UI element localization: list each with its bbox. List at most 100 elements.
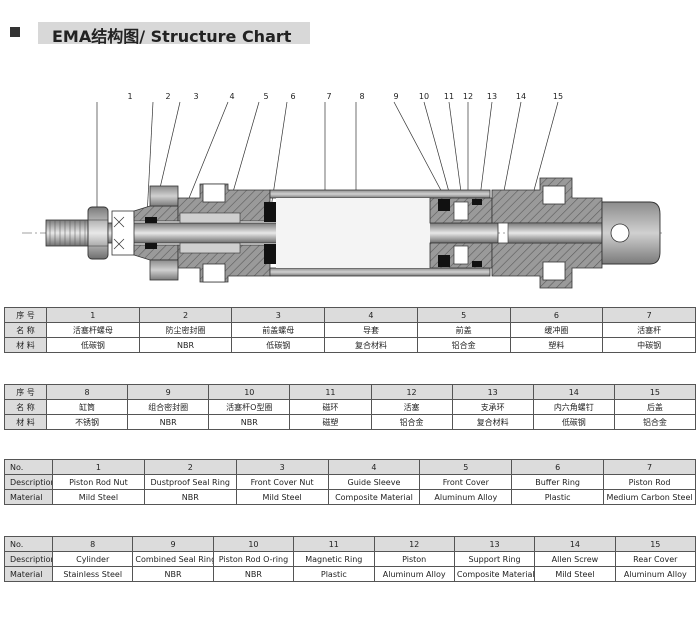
table-cell: 11 bbox=[293, 536, 375, 552]
row-label: Material bbox=[4, 489, 53, 505]
table-cell: 低碳钢 bbox=[231, 337, 326, 353]
table-cell: 低碳钢 bbox=[532, 414, 615, 430]
table-cell: 4 bbox=[324, 307, 418, 323]
callout-9: 9 bbox=[393, 92, 398, 101]
table-cell: 内六角螺钉 bbox=[532, 399, 615, 415]
table-cell: 铝合金 bbox=[613, 414, 697, 430]
table-row: 材 料 低碳钢 NBR 低碳钢 复合材料 铝合金 塑料 中碳钢 bbox=[4, 337, 696, 353]
table-cell: Rear Cover bbox=[614, 551, 697, 567]
table-cell: 活塞 bbox=[370, 399, 453, 415]
table-cell: NBR bbox=[212, 566, 295, 582]
table-cell: Allen Screw bbox=[534, 551, 616, 567]
table-cell: Piston Rod Nut bbox=[52, 474, 145, 490]
callout-11: 11 bbox=[444, 92, 454, 101]
row-label: 序 号 bbox=[4, 384, 47, 400]
table-cell: 1 bbox=[46, 307, 140, 323]
callout-7: 7 bbox=[326, 92, 331, 101]
table-cell: 7 bbox=[603, 459, 696, 475]
table-cell: 14 bbox=[534, 536, 616, 552]
table-cell: Mild Steel bbox=[534, 566, 616, 582]
table-cell: Combined Seal Ring bbox=[132, 551, 214, 567]
callout-5: 5 bbox=[263, 92, 268, 101]
table-cell: Aluminum Alloy bbox=[419, 489, 513, 505]
callout-4: 4 bbox=[229, 92, 234, 101]
row-label: Description bbox=[4, 474, 53, 490]
row-label: 名 称 bbox=[4, 322, 47, 338]
row-label: 名 称 bbox=[4, 399, 47, 415]
table-cell: Dustproof Seal Ring bbox=[143, 474, 237, 490]
table-cell: Aluminum Alloy bbox=[373, 566, 455, 582]
table-cell: 3 bbox=[231, 307, 326, 323]
parts-table-en-1: No. 1 2 3 4 5 6 7 Description Piston Rod… bbox=[4, 459, 696, 505]
row-label: Material bbox=[4, 566, 53, 582]
table-cell: 8 bbox=[51, 536, 134, 552]
table-cell: 组合密封圈 bbox=[127, 399, 210, 415]
table-row: 材 料 不锈钢 NBR NBR 磁塑 铝合金 复合材料 低碳钢 铝合金 bbox=[4, 414, 697, 430]
table-cell: NBR bbox=[138, 337, 233, 353]
table-cell: 6 bbox=[511, 459, 605, 475]
table-cell: 复合材料 bbox=[451, 414, 534, 430]
callout-numbers: 1 2 3 4 5 6 7 8 9 10 11 12 13 14 15 bbox=[127, 92, 563, 101]
row-label: Description bbox=[4, 551, 53, 567]
table-cell: Plastic bbox=[293, 566, 375, 582]
table-cell: 中碳钢 bbox=[602, 337, 696, 353]
table-cell: 铝合金 bbox=[416, 337, 511, 353]
parts-table-cn-2: 序 号 8 9 10 11 12 13 14 15 名 称 缸筒 组合密封圈 活… bbox=[4, 384, 697, 430]
table-cell: Front Cover bbox=[419, 474, 513, 490]
table-cell: Support Ring bbox=[453, 551, 536, 567]
table-cell: 9 bbox=[132, 536, 214, 552]
table-cell: 1 bbox=[52, 459, 145, 475]
table-cell: NBR bbox=[208, 414, 291, 430]
table-cell: Composite Material bbox=[327, 489, 421, 505]
table-row: No. 8 9 10 11 12 13 14 15 bbox=[4, 536, 697, 552]
page-title: EMA结构图/ Structure Chart bbox=[52, 27, 292, 46]
table-cell: 2 bbox=[143, 459, 237, 475]
table-cell: 13 bbox=[451, 384, 534, 400]
row-label: No. bbox=[4, 459, 53, 475]
table-cell: Magnetic Ring bbox=[293, 551, 375, 567]
table-cell: Mild Steel bbox=[52, 489, 145, 505]
table-cell: 8 bbox=[45, 384, 129, 400]
table-cell: 前盖螺母 bbox=[231, 322, 326, 338]
table-row: Description Piston Rod Nut Dustproof Sea… bbox=[4, 474, 696, 490]
table-cell: Piston Rod bbox=[603, 474, 696, 490]
table-cell: Guide Sleeve bbox=[327, 474, 421, 490]
table-cell: 12 bbox=[373, 536, 455, 552]
table-row: 名 称 活塞杆螺母 防尘密封圈 前盖螺母 导套 前盖 缓冲圈 活塞杆 bbox=[4, 322, 696, 338]
row-label: 材 料 bbox=[4, 414, 47, 430]
table-cell: 缸筒 bbox=[45, 399, 129, 415]
table-cell: Piston Rod O-ring bbox=[212, 551, 295, 567]
table-cell: 复合材料 bbox=[324, 337, 418, 353]
table-cell: 活塞杆螺母 bbox=[46, 322, 140, 338]
table-cell: 缓冲圈 bbox=[509, 322, 604, 338]
table-cell: 5 bbox=[416, 307, 511, 323]
table-cell: NBR bbox=[143, 489, 237, 505]
table-cell: 3 bbox=[235, 459, 329, 475]
table-cell: 塑料 bbox=[509, 337, 604, 353]
table-cell: 10 bbox=[208, 384, 291, 400]
table-cell: 不锈钢 bbox=[45, 414, 129, 430]
callout-6: 6 bbox=[290, 92, 295, 101]
table-cell: 11 bbox=[289, 384, 372, 400]
table-row: 名 称 缸筒 组合密封圈 活塞杆O型圈 磁环 活塞 支承环 内六角螺钉 后盖 bbox=[4, 399, 697, 415]
table-cell: 7 bbox=[602, 307, 696, 323]
table-cell: 防尘密封圈 bbox=[138, 322, 233, 338]
callout-12: 12 bbox=[463, 92, 473, 101]
callout-13: 13 bbox=[487, 92, 497, 101]
table-cell: 15 bbox=[614, 536, 697, 552]
table-cell: Medium Carbon Steel bbox=[603, 489, 696, 505]
table-row: No. 1 2 3 4 5 6 7 bbox=[4, 459, 696, 475]
table-cell: 6 bbox=[509, 307, 604, 323]
table-row: 序 号 8 9 10 11 12 13 14 15 bbox=[4, 384, 697, 400]
table-cell: Aluminum Alloy bbox=[614, 566, 697, 582]
table-cell: Plastic bbox=[511, 489, 605, 505]
table-cell: 2 bbox=[138, 307, 233, 323]
bullet-square-icon bbox=[10, 27, 20, 37]
callout-10: 10 bbox=[419, 92, 429, 101]
table-cell: Buffer Ring bbox=[511, 474, 605, 490]
table-cell: Composite Material bbox=[453, 566, 536, 582]
parts-table-en-2: No. 8 9 10 11 12 13 14 15 Description Cy… bbox=[4, 536, 697, 582]
callout-15: 15 bbox=[553, 92, 563, 101]
row-label: 材 料 bbox=[4, 337, 47, 353]
table-cell: 磁环 bbox=[289, 399, 372, 415]
